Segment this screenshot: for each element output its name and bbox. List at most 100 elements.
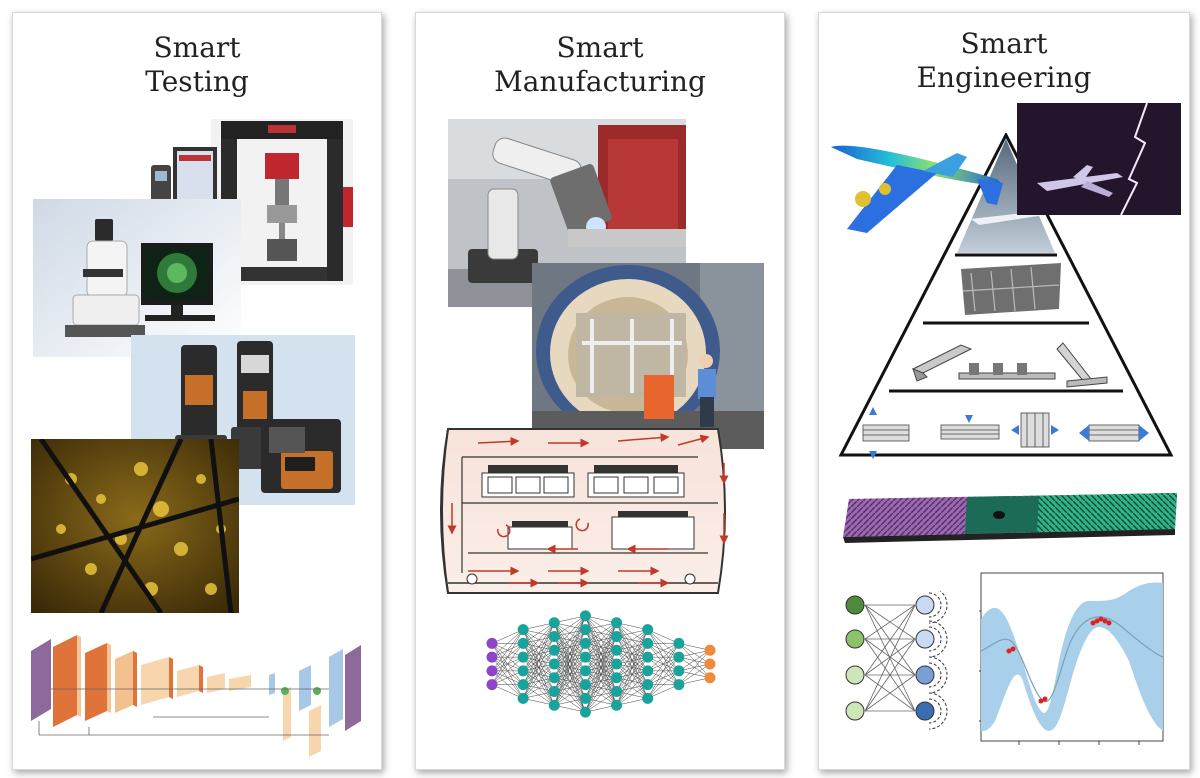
- nn-node: [486, 665, 498, 677]
- airplane-stress-contour-image: [831, 145, 1003, 233]
- bn-output-node: [915, 629, 935, 649]
- nn-node: [579, 706, 591, 718]
- bn-output-arc: [928, 620, 948, 658]
- nn-connection: [616, 643, 648, 706]
- bn-edge: [864, 604, 916, 640]
- bn-output-arc: [928, 692, 948, 730]
- nn-node: [611, 699, 623, 711]
- bn-output-node: [915, 701, 935, 721]
- nn-connection: [554, 670, 586, 706]
- nn-connection: [554, 615, 586, 665]
- nn-connection: [554, 615, 586, 651]
- nn-connection: [491, 656, 524, 685]
- nn-connection: [491, 684, 524, 699]
- nn-connection: [554, 615, 586, 637]
- bn-input-node: [845, 665, 865, 685]
- panel-smart-testing: Smart Testing: [12, 12, 382, 770]
- nn-node: [642, 637, 654, 649]
- nn-node: [704, 672, 716, 684]
- nn-connection: [585, 622, 617, 658]
- bn-input-node: [845, 701, 865, 721]
- building-block-pyramid-diagram: [838, 133, 1174, 459]
- nn-node: [611, 631, 623, 642]
- nn-connection: [491, 629, 524, 672]
- nn-connection: [647, 643, 680, 699]
- nn-node: [642, 665, 654, 677]
- nn-node: [579, 679, 591, 691]
- nn-node: [517, 651, 529, 663]
- bn-edge: [864, 638, 916, 712]
- nn-connection: [554, 615, 586, 678]
- bn-output-arc: [928, 592, 942, 618]
- nn-connection: [491, 629, 524, 685]
- nn-node: [579, 624, 591, 636]
- nn-node: [642, 679, 654, 691]
- nn-node: [579, 651, 591, 663]
- nn-node: [579, 637, 591, 649]
- bn-edge: [864, 604, 916, 712]
- nn-node: [642, 651, 654, 663]
- nn-node: [486, 637, 498, 649]
- nn-node: [517, 679, 529, 691]
- nn-connection: [647, 629, 679, 644]
- bn-edge: [864, 638, 916, 676]
- bn-output-arc: [928, 662, 942, 688]
- bn-output-arc: [928, 626, 942, 652]
- bn-input-node: [845, 629, 865, 649]
- nn-node: [611, 617, 623, 629]
- nn-node: [548, 631, 560, 642]
- nn-node: [579, 610, 591, 622]
- nn-connection: [616, 670, 648, 706]
- bn-output-arc: [928, 698, 942, 724]
- nn-node: [611, 672, 623, 684]
- microscope-image: [33, 199, 241, 357]
- bayesian-network-diagram: [845, 591, 948, 730]
- nn-node: [611, 658, 623, 670]
- nn-connection: [585, 663, 617, 713]
- nn-connection: [585, 650, 617, 713]
- nn-node: [517, 665, 529, 677]
- nn-connection: [647, 643, 680, 672]
- panel-smart-engineering: Smart Engineering: [818, 12, 1190, 770]
- bn-input-node: [845, 595, 865, 615]
- nn-node: [548, 672, 560, 684]
- nn-connection: [616, 629, 648, 651]
- nn-connection: [522, 636, 555, 699]
- cnn-architecture-diagram: [31, 635, 361, 757]
- nn-node: [517, 624, 529, 636]
- nn-connection: [585, 622, 617, 644]
- nn-connection: [554, 656, 586, 706]
- nn-connection: [585, 677, 617, 713]
- nn-node: [673, 651, 685, 663]
- panel-title-manufacturing: Smart Manufacturing: [494, 31, 706, 98]
- gaussian-process-plot: [979, 572, 1164, 745]
- nn-connection: [522, 650, 555, 699]
- nn-node: [486, 679, 498, 691]
- nn-node: [517, 692, 529, 704]
- nn-node: [673, 679, 685, 691]
- nn-connection: [616, 629, 648, 665]
- nn-connection: [491, 670, 524, 685]
- nn-connection: [616, 629, 648, 678]
- nn-node: [548, 699, 560, 711]
- nn-connection: [647, 670, 680, 699]
- bn-output-node: [915, 665, 935, 685]
- nn-connection: [522, 622, 555, 658]
- nn-connection: [616, 629, 648, 692]
- lightning-strike-image: [1017, 103, 1181, 215]
- nn-node: [548, 617, 560, 629]
- nn-node: [673, 665, 685, 677]
- nn-node: [642, 692, 654, 704]
- nn-node: [548, 644, 560, 656]
- panel-title-engineering: Smart Engineering: [916, 27, 1092, 94]
- nn-connection: [491, 643, 524, 685]
- bn-edge: [864, 674, 916, 712]
- nn-connection: [585, 691, 617, 713]
- nn-connection: [523, 677, 555, 699]
- nn-node: [673, 637, 685, 649]
- nn-connection: [491, 629, 524, 644]
- autoclave-schematic-diagram: [440, 428, 729, 594]
- nn-connection: [554, 643, 586, 706]
- nn-node: [548, 686, 560, 697]
- bn-edge: [864, 604, 916, 676]
